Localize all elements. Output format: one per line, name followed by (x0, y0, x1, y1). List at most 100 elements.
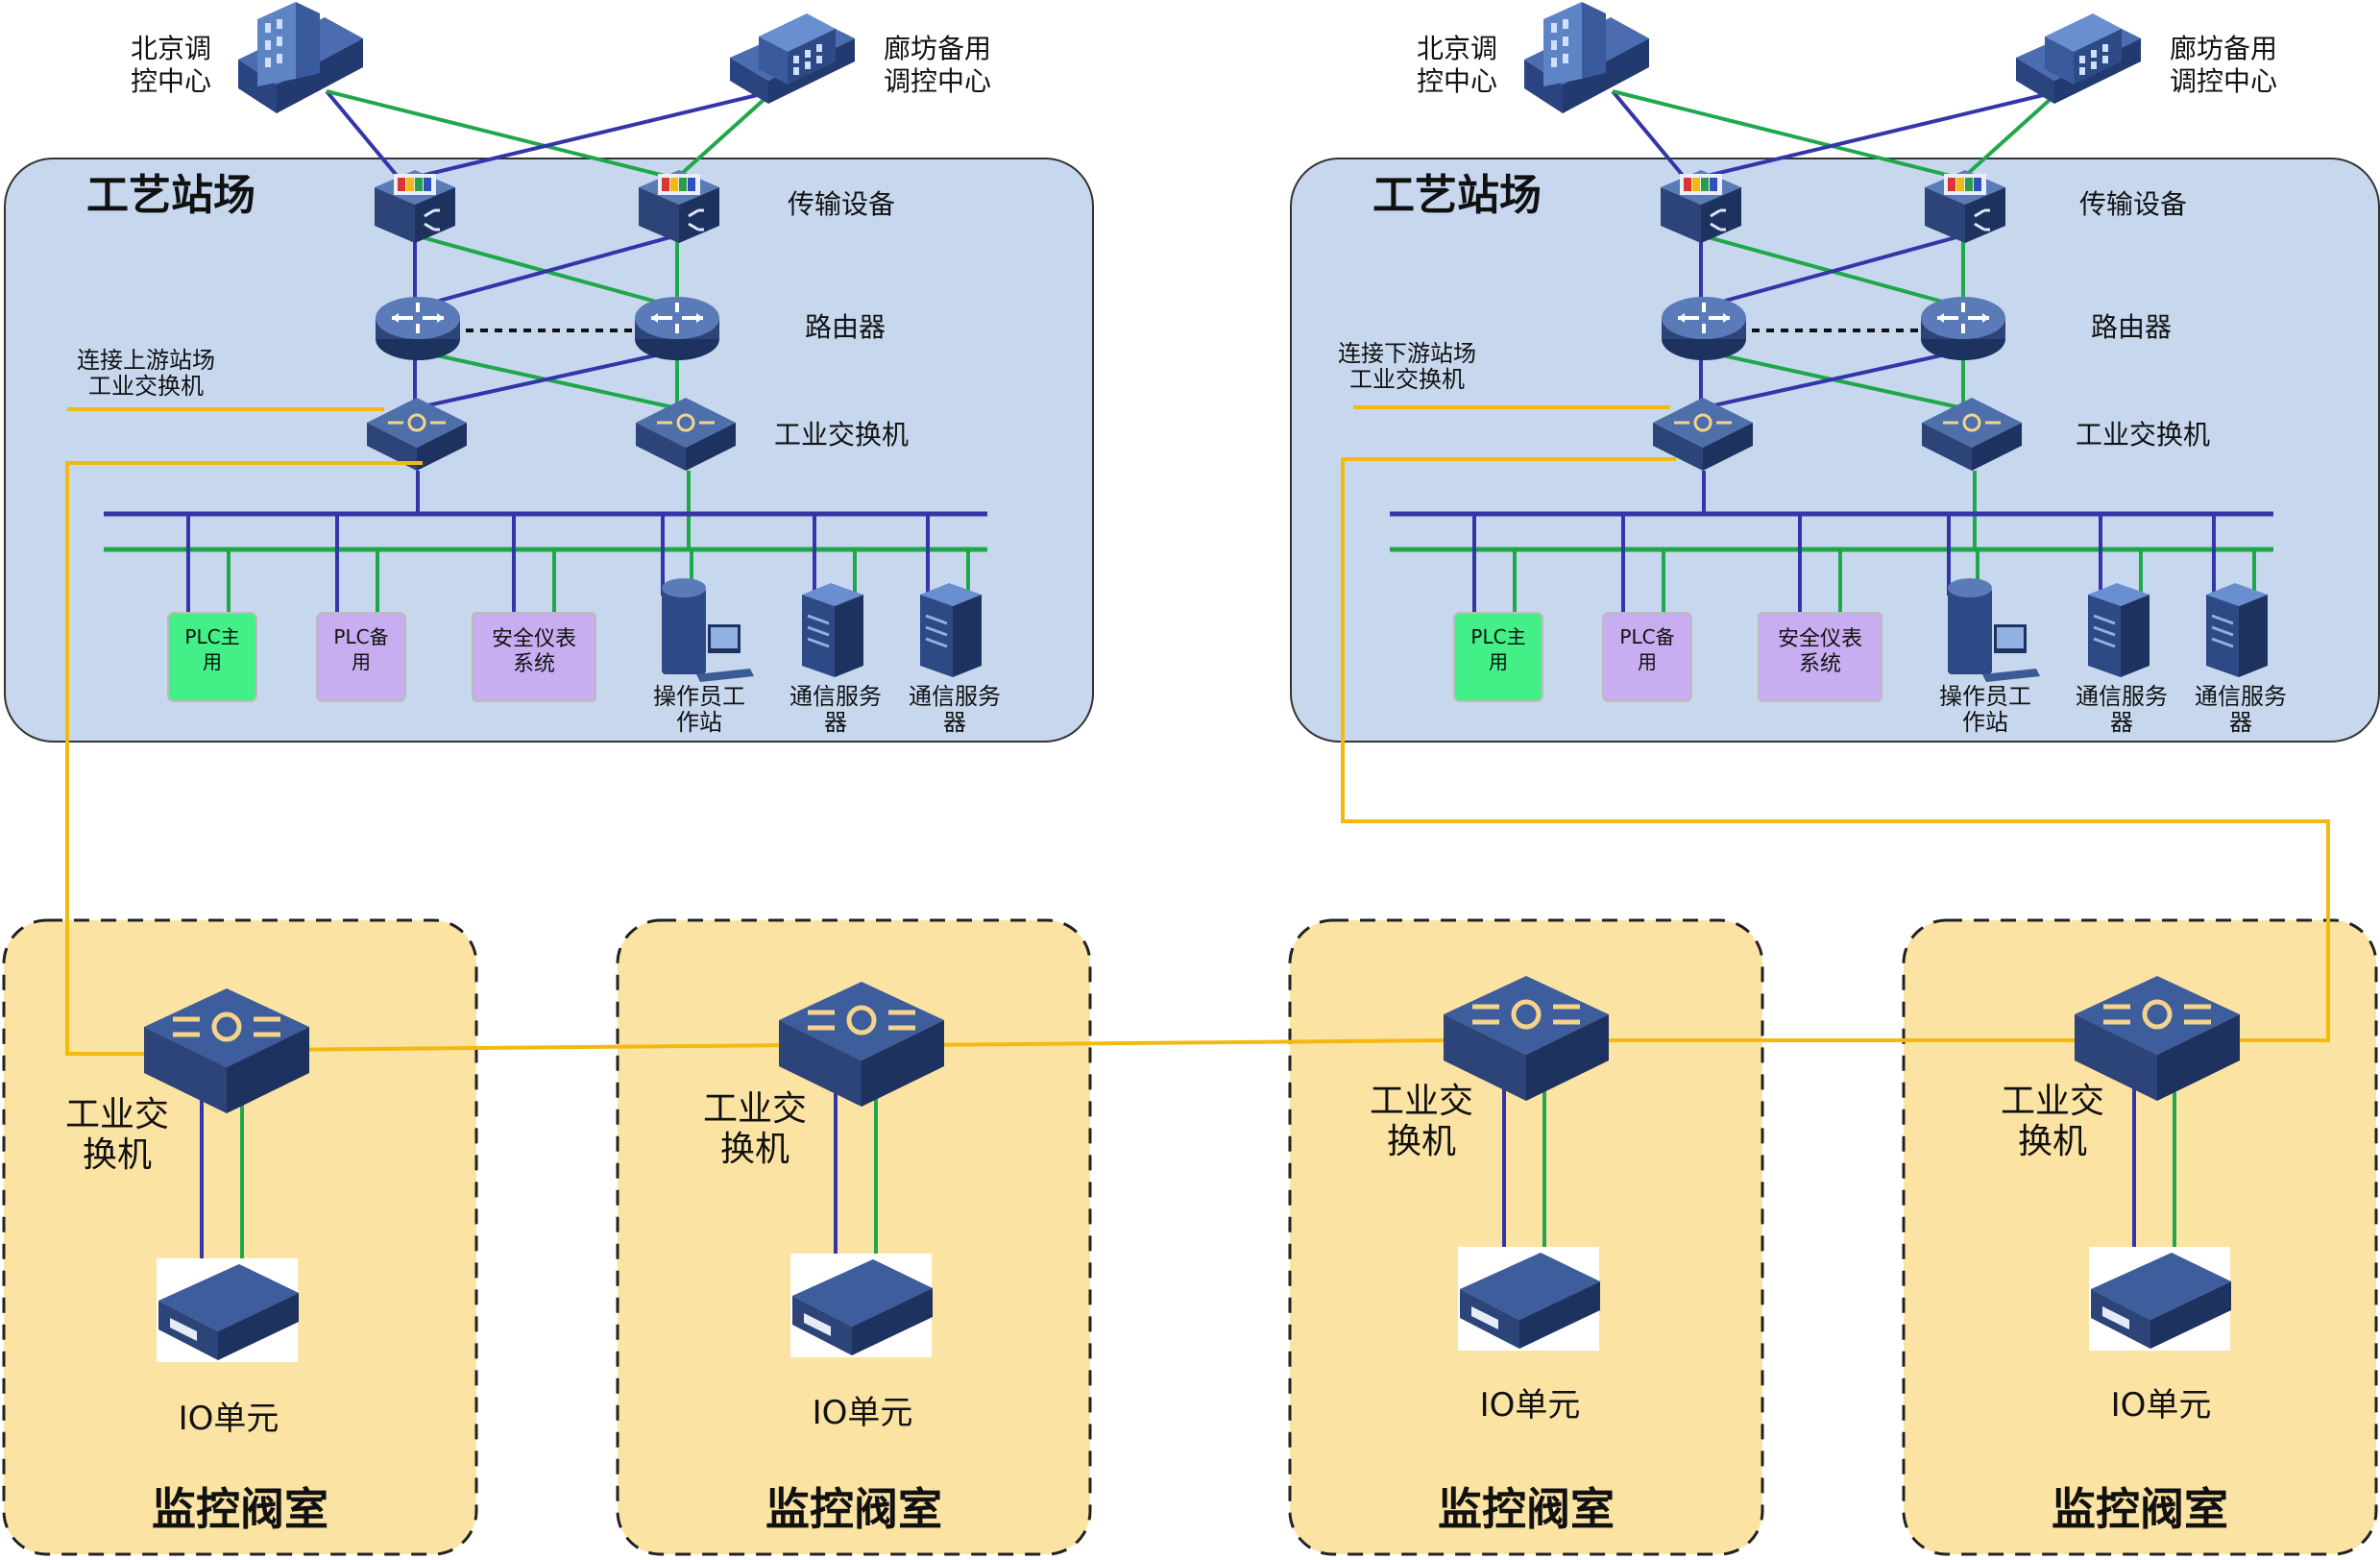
router-icon (635, 297, 719, 360)
plc-backup-device: PLC备 用 (316, 612, 406, 702)
switch-icon (636, 398, 736, 471)
transmission-device-icon (1925, 170, 2005, 243)
comm-server-label: 通信服务 (2076, 683, 2168, 710)
room-title: 监控阀室 (765, 1483, 942, 1535)
link-note: 工业交换机 (88, 373, 204, 400)
room-content-2: 工业交 换机 IO单元 监控阀室 (703, 982, 944, 1535)
svg-text:安全仪表: 安全仪表 (492, 627, 576, 651)
comm-server-label: 通信服务 (2195, 683, 2287, 710)
svg-text:用: 用 (352, 650, 371, 673)
svg-text:系统: 系统 (513, 652, 555, 676)
server-icon (920, 583, 982, 677)
server-icon (802, 583, 863, 677)
transmission-device-icon (639, 170, 719, 243)
room-title: 监控阀室 (1438, 1483, 1615, 1535)
link-note: 连接上游站场 (77, 347, 215, 374)
valve-room-2 (616, 918, 1092, 1556)
switch-label: 工业交换机 (774, 419, 909, 451)
operator-workstation-icon (1948, 578, 2040, 682)
router-icon (1921, 297, 2005, 360)
center-a-label: 控中心 (1417, 65, 1497, 97)
switch-label: 换机 (1387, 1122, 1456, 1161)
io-unit-label: IO单元 (1480, 1386, 1581, 1425)
room-title: 监控阀室 (152, 1483, 328, 1535)
switch-icon (1922, 398, 2022, 471)
site-right: 工艺站场 (1290, 2, 2380, 743)
site-title: 工艺站场 (1372, 171, 1542, 220)
switch-icon (1653, 398, 1753, 471)
switch-label: 工业交 (2001, 1082, 2104, 1121)
building-icon (730, 13, 855, 104)
switch-label: 工业交 (65, 1095, 169, 1134)
site-title: 工艺站场 (86, 171, 255, 220)
room-content-1: 工业交 换机 IO单元 监控阀室 (65, 988, 328, 1535)
svg-text:PLC备: PLC备 (1619, 625, 1674, 648)
sis-device: 安全仪表 系统 (472, 612, 596, 702)
plc-main-device: PLC主 用 (167, 612, 257, 702)
sis-device: 安全仪表 系统 (1758, 612, 1882, 702)
switch-icon (144, 988, 309, 1113)
switch-icon (1444, 976, 1609, 1101)
switch-label: 换机 (83, 1135, 152, 1175)
svg-text:PLC主: PLC主 (184, 625, 239, 648)
svg-text:PLC主: PLC主 (1470, 625, 1525, 648)
center-b-label: 廊坊备用 (2170, 33, 2277, 64)
io-unit-label: IO单元 (813, 1394, 913, 1432)
center-b-label: 廊坊备用 (884, 33, 991, 64)
switch-label: 工业交 (703, 1089, 807, 1129)
io-unit-icon (158, 1264, 299, 1360)
plc-main-device: PLC主 用 (1453, 612, 1543, 702)
building-icon (1524, 2, 1649, 113)
ring-link (65, 457, 2330, 1056)
operator-label: 操作员工 (653, 683, 745, 710)
center-b-label: 调控中心 (2170, 65, 2277, 97)
transmission-device-icon (1661, 170, 1741, 243)
io-unit-label: IO单元 (2111, 1386, 2212, 1425)
svg-text:用: 用 (1638, 650, 1657, 673)
io-unit-icon (2091, 1253, 2231, 1349)
io-unit-icon (1460, 1253, 1600, 1349)
svg-text:安全仪表: 安全仪表 (1778, 627, 1862, 651)
switch-icon (779, 982, 944, 1107)
room-content-4: 工业交 换机 IO单元 监控阀室 (2001, 976, 2240, 1535)
server-icon (2206, 583, 2268, 677)
router-label: 路由器 (805, 311, 886, 343)
switch-label: 换机 (2018, 1122, 2087, 1161)
router-label: 路由器 (2091, 311, 2172, 343)
svg-text:PLC备: PLC备 (333, 625, 388, 648)
io-unit-icon (792, 1259, 933, 1355)
switch-label: 工业交 (1370, 1082, 1473, 1121)
comm-server-label: 器 (824, 709, 847, 736)
operator-workstation-icon (662, 578, 754, 682)
svg-text:用: 用 (203, 650, 222, 673)
link-note: 连接下游站场 (1338, 340, 1476, 367)
switch-icon (2075, 976, 2240, 1101)
room-title: 监控阀室 (2052, 1483, 2228, 1535)
site-left: 工艺站场 (4, 2, 1094, 743)
link-note: 工业交换机 (1349, 366, 1465, 393)
server-icon (2088, 583, 2149, 677)
comm-server-label: 器 (2229, 709, 2252, 736)
transmission-label: 传输设备 (788, 188, 895, 220)
operator-label: 操作员工 (1939, 683, 2031, 710)
router-icon (376, 297, 460, 360)
building-icon (2016, 13, 2141, 104)
valve-room-4 (1902, 918, 2378, 1556)
operator-label: 作站 (1962, 709, 2008, 736)
center-a-label: 控中心 (131, 65, 211, 97)
center-b-label: 调控中心 (884, 65, 991, 97)
svg-text:系统: 系统 (1799, 652, 1841, 676)
switch-label: 换机 (720, 1130, 789, 1169)
building-icon (238, 2, 363, 113)
room-content-3: 工业交 换机 IO单元 监控阀室 (1370, 976, 1615, 1535)
transmission-label: 传输设备 (2079, 188, 2187, 220)
transmission-device-icon (375, 170, 455, 243)
center-a-label: 北京调 (1417, 33, 1497, 64)
switch-label: 工业交换机 (2076, 419, 2210, 451)
plc-backup-device: PLC备 用 (1602, 612, 1692, 702)
operator-label: 作站 (676, 709, 722, 736)
io-unit-label: IO单元 (179, 1400, 279, 1438)
comm-server-label: 通信服务 (909, 683, 1001, 710)
switch-icon (367, 398, 467, 471)
